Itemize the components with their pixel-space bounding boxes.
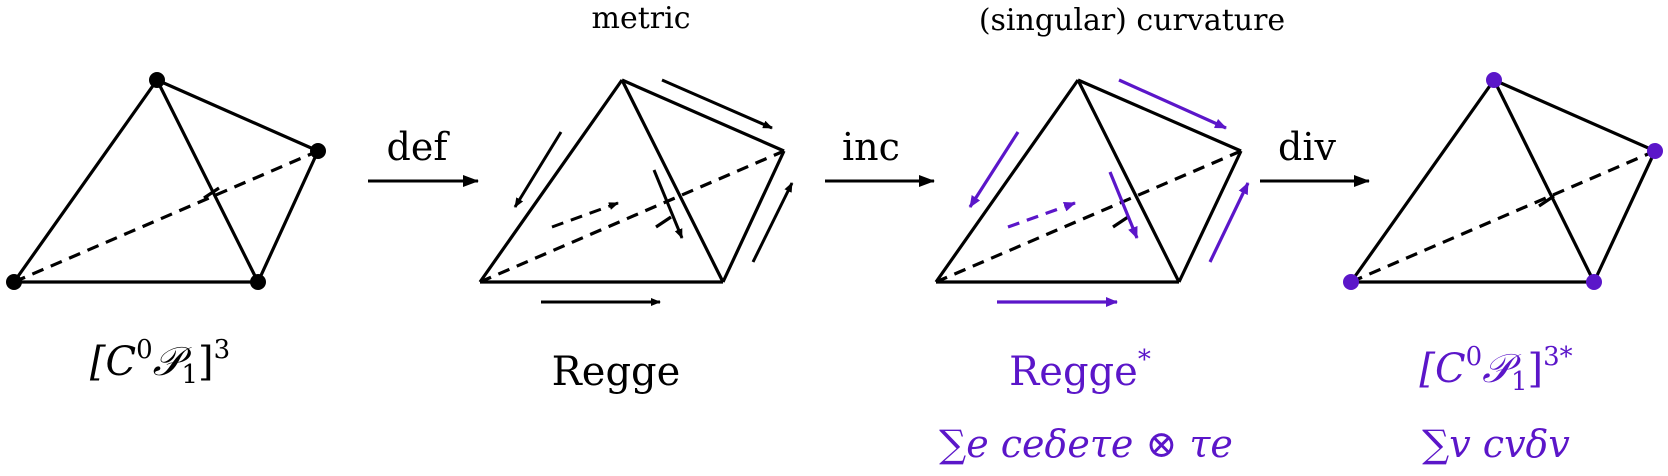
vertex-dot [6,274,22,290]
inc-operator: inc [825,125,935,187]
inc-label: inc [842,125,900,169]
tetrahedron-regge [478,78,794,306]
label-c0p1-cubed: [C0𝒫1]3 [90,335,230,390]
tetrahedron-vertex-dual [1343,72,1663,290]
header-metric: metric [592,1,691,36]
vertex-dot [1586,274,1602,290]
def-operator: def [368,125,479,187]
label-regge-dual: Regge* [1009,345,1151,395]
tetrahedron-vertices [6,72,326,290]
vertex-dot [149,72,165,88]
header-curvature: (singular) curvature [979,3,1285,38]
vertex-dot [310,143,326,159]
div-operator: div [1260,125,1370,187]
vertex-dot [1486,72,1502,88]
vertex-dot [1647,143,1663,159]
div-label: div [1278,125,1336,169]
formula-c0p1-dual: ∑v cvδv [1422,422,1570,466]
vertex-dot [250,274,266,290]
tetrahedron-regge-dual [934,78,1250,307]
def-label: def [387,125,451,169]
formula-regge-dual: ∑e ceδeτe ⊗ τe [939,422,1233,466]
vertex-dot [1343,274,1359,290]
label-c0p1-cubed-dual: [C0𝒫1]3* [1419,342,1572,397]
label-regge: Regge [552,349,681,395]
